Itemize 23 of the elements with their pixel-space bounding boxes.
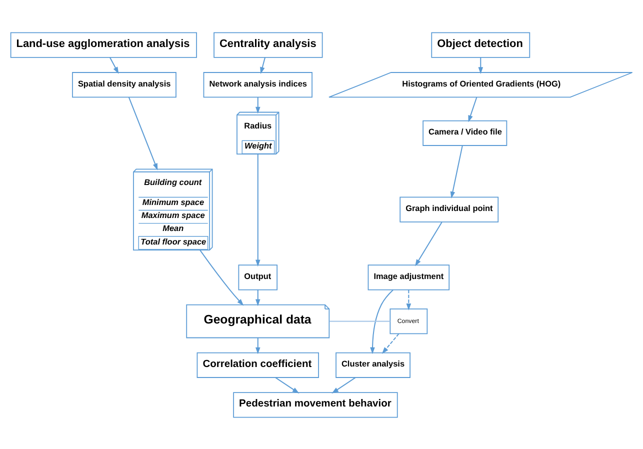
node-box: Land-use agglomeration analysis: [10, 32, 197, 58]
arrow: [468, 96, 478, 122]
arrow: [255, 154, 260, 266]
arrow: [128, 96, 158, 170]
node-box: Pedestrian movement behavior: [233, 392, 398, 418]
arrow: [110, 56, 119, 74]
arrow: [415, 221, 442, 266]
arrow: [260, 56, 266, 74]
arrow: [332, 376, 356, 393]
node-box: Object detection: [431, 32, 530, 58]
arrow: [255, 337, 260, 354]
arrow: [370, 289, 394, 354]
arrow: [382, 333, 400, 354]
arrow: [406, 289, 412, 310]
connector: [329, 320, 390, 322]
arrow: [275, 376, 300, 393]
arrow: [200, 249, 244, 306]
arrow: [255, 289, 260, 306]
node-box: Centrality analysis: [214, 32, 323, 58]
arrow: [478, 57, 484, 74]
arrow: [450, 144, 463, 198]
arrow: [255, 96, 260, 114]
node-box: Correlation coefficient: [196, 352, 319, 378]
